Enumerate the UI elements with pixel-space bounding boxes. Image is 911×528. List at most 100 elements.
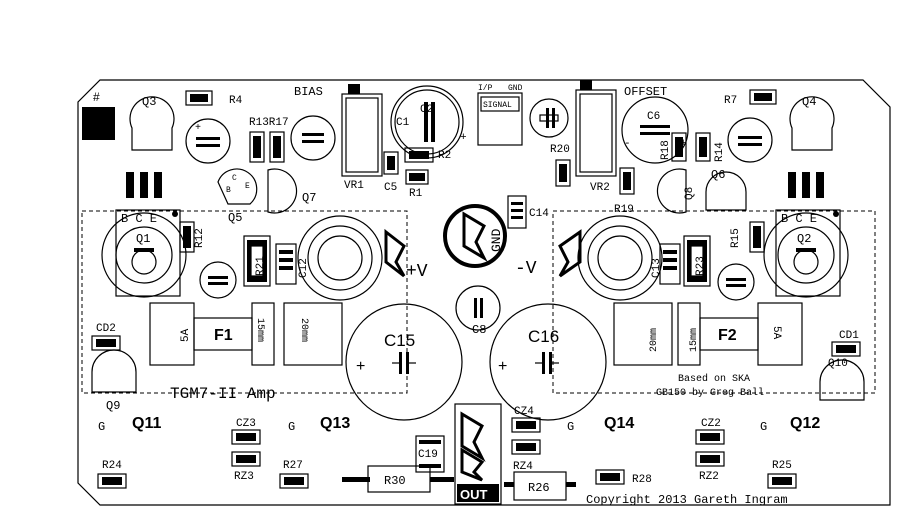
r19-footprint (619, 167, 635, 195)
pin-e: E (245, 182, 250, 191)
heatsink-outline-left (81, 210, 408, 394)
cd1-label: CD1 (839, 330, 859, 342)
q8-label: Q8 (684, 187, 696, 200)
q13-g: G (288, 420, 295, 434)
r15-label: R15 (730, 228, 742, 248)
f2-clip-5a (757, 302, 803, 366)
copyright-text: Copyright 2013 Gareth Ingram (586, 493, 788, 507)
q14-label: Q14 (604, 415, 634, 432)
c14-label: C14 (529, 208, 549, 220)
f2-clip-20mm (613, 302, 673, 366)
f1-clip-15mm (251, 302, 275, 366)
r17-footprint (269, 131, 285, 163)
rz4-footprint (511, 439, 541, 455)
minus-mark: - (624, 138, 631, 150)
r1-label: R1 (409, 188, 423, 200)
r20-label: R20 (550, 144, 570, 156)
input-connector[interactable] (477, 92, 523, 146)
f2-15mm-label: 15mm (689, 328, 700, 352)
q6-label: Q6 (711, 168, 725, 182)
c13-footprint (659, 243, 681, 285)
pin-c: C (232, 174, 237, 183)
r1-footprint (405, 169, 429, 185)
plus-mark: + (498, 358, 507, 375)
q7-footprint (267, 168, 298, 214)
f1-clip-20mm (283, 302, 343, 366)
q4-footprint (789, 96, 835, 151)
q9-label: Q9 (106, 399, 120, 413)
vr1-footprint[interactable] (341, 93, 383, 177)
cap-small-left (199, 261, 237, 299)
c6-footprint (621, 96, 689, 164)
vr2-footprint[interactable] (575, 89, 617, 177)
plus-mark: + (356, 358, 365, 375)
credit-line2: GB150 by Greg Ball (656, 387, 764, 399)
c5-label: C5 (384, 182, 397, 194)
r20-footprint (555, 159, 571, 187)
cd2-footprint (91, 335, 121, 351)
plus-mark: + (680, 138, 687, 150)
offset-label: OFFSET (624, 85, 667, 99)
cap-trim-right (727, 117, 773, 163)
vminus-terminal[interactable] (558, 229, 582, 278)
q9-footprint (91, 349, 137, 393)
q10-label: Q10 (828, 358, 848, 370)
rz4-label: RZ4 (513, 461, 533, 473)
r23-footprint (683, 235, 711, 287)
q7-label: Q7 (302, 191, 316, 205)
q13-label: Q13 (320, 415, 350, 432)
rz2-label: RZ2 (699, 471, 719, 483)
r23-label: R23 (695, 256, 707, 276)
plus-mark: + (460, 132, 467, 144)
gnd-terminal[interactable] (443, 204, 507, 268)
c16-label: C16 (528, 327, 559, 346)
cz2-label: CZ2 (701, 418, 721, 430)
q5-label: Q5 (228, 211, 242, 225)
q11-g: G (98, 420, 105, 434)
c19-label: C19 (418, 449, 438, 461)
q2-label: Q2 (797, 232, 811, 246)
r4-label: R4 (229, 95, 243, 107)
q6-footprint (705, 171, 747, 211)
f1-20mm-label: 20mm (298, 318, 309, 342)
r19-label: R19 (614, 204, 634, 216)
q10-footprint (819, 359, 865, 401)
rz3-footprint (231, 451, 261, 467)
c15-footprint (345, 303, 463, 421)
ip-label: I/P (478, 84, 493, 93)
r25-footprint (767, 473, 797, 489)
gnd-label: GND (489, 228, 504, 252)
r13-footprint (249, 131, 265, 163)
c13-label: C13 (651, 258, 663, 278)
cz4-label: CZ4 (514, 406, 534, 418)
cd2-label: CD2 (96, 323, 116, 335)
f1-label: F1 (214, 327, 233, 344)
rz3-label: RZ3 (234, 471, 254, 483)
q12-g: G (760, 420, 767, 434)
signal-label: SIGNAL (483, 101, 512, 110)
r28-footprint (595, 469, 625, 485)
cap-trim-left (185, 118, 231, 164)
cz3-label: CZ3 (236, 418, 256, 430)
q3-label: Q3 (142, 95, 156, 109)
q14-g: G (567, 420, 574, 434)
vr1-label: VR1 (344, 180, 364, 192)
r18-label: R18 (660, 140, 672, 160)
vplus-terminal[interactable] (384, 228, 406, 278)
q5-footprint (217, 168, 258, 205)
q8-footprint (656, 168, 687, 214)
vminus-label: -V (515, 259, 537, 279)
q14-mount-outer (577, 215, 663, 301)
board-title: TGM7-II Amp (170, 385, 276, 403)
f1-5a-label: 5A (180, 328, 192, 342)
r12-footprint (179, 221, 195, 253)
r21-footprint (243, 235, 271, 287)
r7-label: R7 (724, 95, 737, 107)
c6-label: C6 (647, 111, 660, 123)
r24-label: R24 (102, 460, 122, 472)
c1-label: C1 (396, 117, 410, 129)
c5-footprint (383, 151, 399, 175)
pin-b: B (226, 186, 231, 195)
c14-footprint (507, 195, 527, 229)
